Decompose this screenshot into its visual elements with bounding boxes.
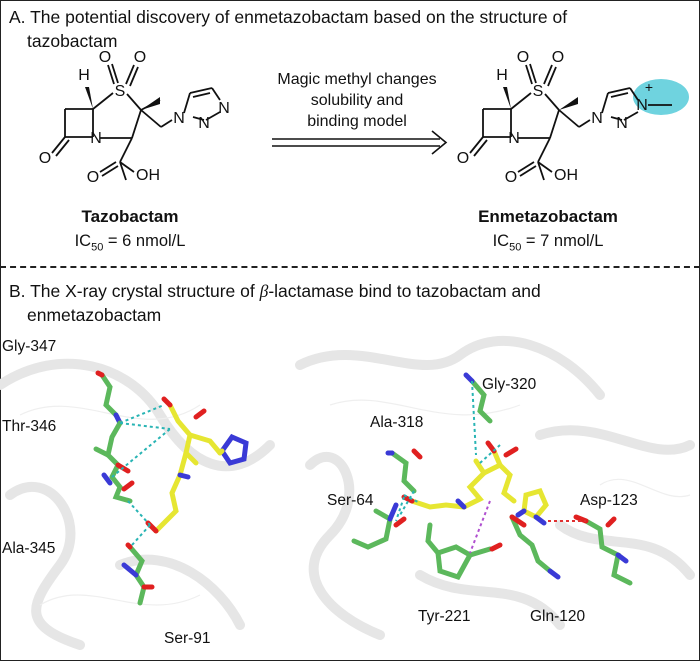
enm-atom-o4: O: [505, 169, 517, 186]
arrow-label-line2: solubility and: [310, 92, 404, 109]
reaction-arrow: [272, 130, 448, 155]
taz-atom-n3: N: [198, 115, 210, 132]
taz-atom-oh: OH: [136, 167, 160, 184]
panel-a-title-line2: tazobactam: [27, 31, 118, 51]
left-residues: [93, 370, 155, 606]
arrow-label-line3: binding model: [307, 113, 407, 130]
panel-divider: [0, 266, 700, 268]
right-ligand: [401, 440, 549, 526]
enmetazobactam-ic50: IC50 = 7 nmol/L: [492, 232, 604, 254]
taz-atom-n: N: [90, 130, 102, 147]
residue-tyr-221: Tyr-221: [418, 608, 471, 625]
enm-atom-o1: O: [517, 49, 529, 66]
residue-ala-318: Ala-318: [370, 414, 423, 431]
taz-atom-o3: O: [39, 150, 51, 167]
residue-gly-347: Gly-347: [2, 338, 56, 355]
left-hbonds: [111, 404, 171, 546]
taz-atom-n1: N: [173, 110, 185, 127]
enmetazobactam-structure: [469, 63, 672, 181]
enm-atom-n3: N: [616, 115, 628, 132]
taz-atom-o4: O: [87, 169, 99, 186]
taz-atom-o1: O: [99, 49, 111, 66]
taz-atom-o2: O: [134, 49, 146, 66]
protein-ribbons: [0, 336, 695, 650]
taz-atom-s: S: [115, 83, 126, 100]
arrow-label-line1: Magic methyl changes: [277, 71, 437, 88]
enm-atom-h: H: [496, 67, 508, 84]
residue-ser-91: Ser-91: [164, 630, 211, 647]
methyl-highlight: [633, 79, 689, 115]
panel-b-title-line1: B. The X-ray crystal structure of β-lact…: [9, 281, 541, 301]
enm-atom-s: S: [533, 83, 544, 100]
tazobactam-structure: [51, 63, 221, 181]
enmetazobactam-name: Enmetazobactam: [478, 207, 618, 226]
enm-atom-o3: O: [457, 150, 469, 167]
enm-charge-plus: +: [645, 79, 653, 95]
taz-atom-h: H: [78, 67, 90, 84]
enm-atom-oh: OH: [554, 167, 578, 184]
panel-b-crystal-structures: Gly-347 Thr-346 Ala-345 Ser-91: [0, 336, 695, 650]
right-residues: [351, 372, 633, 586]
panel-a-structures: H S O O N O N N N O OH: [39, 49, 689, 186]
tazobactam-name: Tazobactam: [81, 207, 179, 226]
right-hbonds: [395, 380, 586, 554]
residue-gln-120: Gln-120: [530, 608, 586, 625]
residue-ala-345: Ala-345: [2, 540, 55, 557]
taz-atom-n2: N: [218, 100, 230, 117]
enm-atom-n: N: [508, 130, 520, 147]
enm-atom-n2: N: [636, 97, 648, 114]
enm-atom-n1: N: [591, 110, 603, 127]
residue-asp-123: Asp-123: [580, 492, 638, 509]
residue-thr-346: Thr-346: [2, 418, 56, 435]
residue-ser-64: Ser-64: [327, 492, 374, 509]
enm-atom-o2: O: [552, 49, 564, 66]
panel-b-title-line2: enmetazobactam: [27, 305, 162, 325]
residue-gly-320: Gly-320: [482, 376, 537, 393]
panel-a-title-line1: A. The potential discovery of enmetazoba…: [9, 7, 568, 27]
tazobactam-ic50: IC50 = 6 nmol/L: [74, 232, 186, 254]
